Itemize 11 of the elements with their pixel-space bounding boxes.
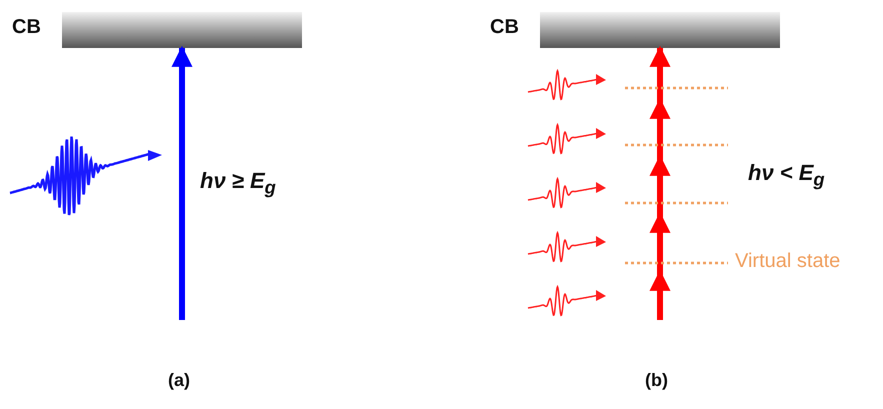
energy-condition: hν < E$_{g}$ <box>748 160 825 190</box>
conduction-band <box>540 12 780 48</box>
panel-label: (b) <box>645 370 668 391</box>
panel-label: (a) <box>168 370 190 391</box>
level-label: Virtual state <box>735 250 840 273</box>
band-label: CB <box>12 16 41 39</box>
conduction-band <box>62 12 302 48</box>
energy-condition: hν ≥ E$_{g}$ <box>200 168 276 198</box>
arrow <box>172 46 192 320</box>
band-label: CB <box>490 16 519 39</box>
arrow <box>650 46 670 320</box>
